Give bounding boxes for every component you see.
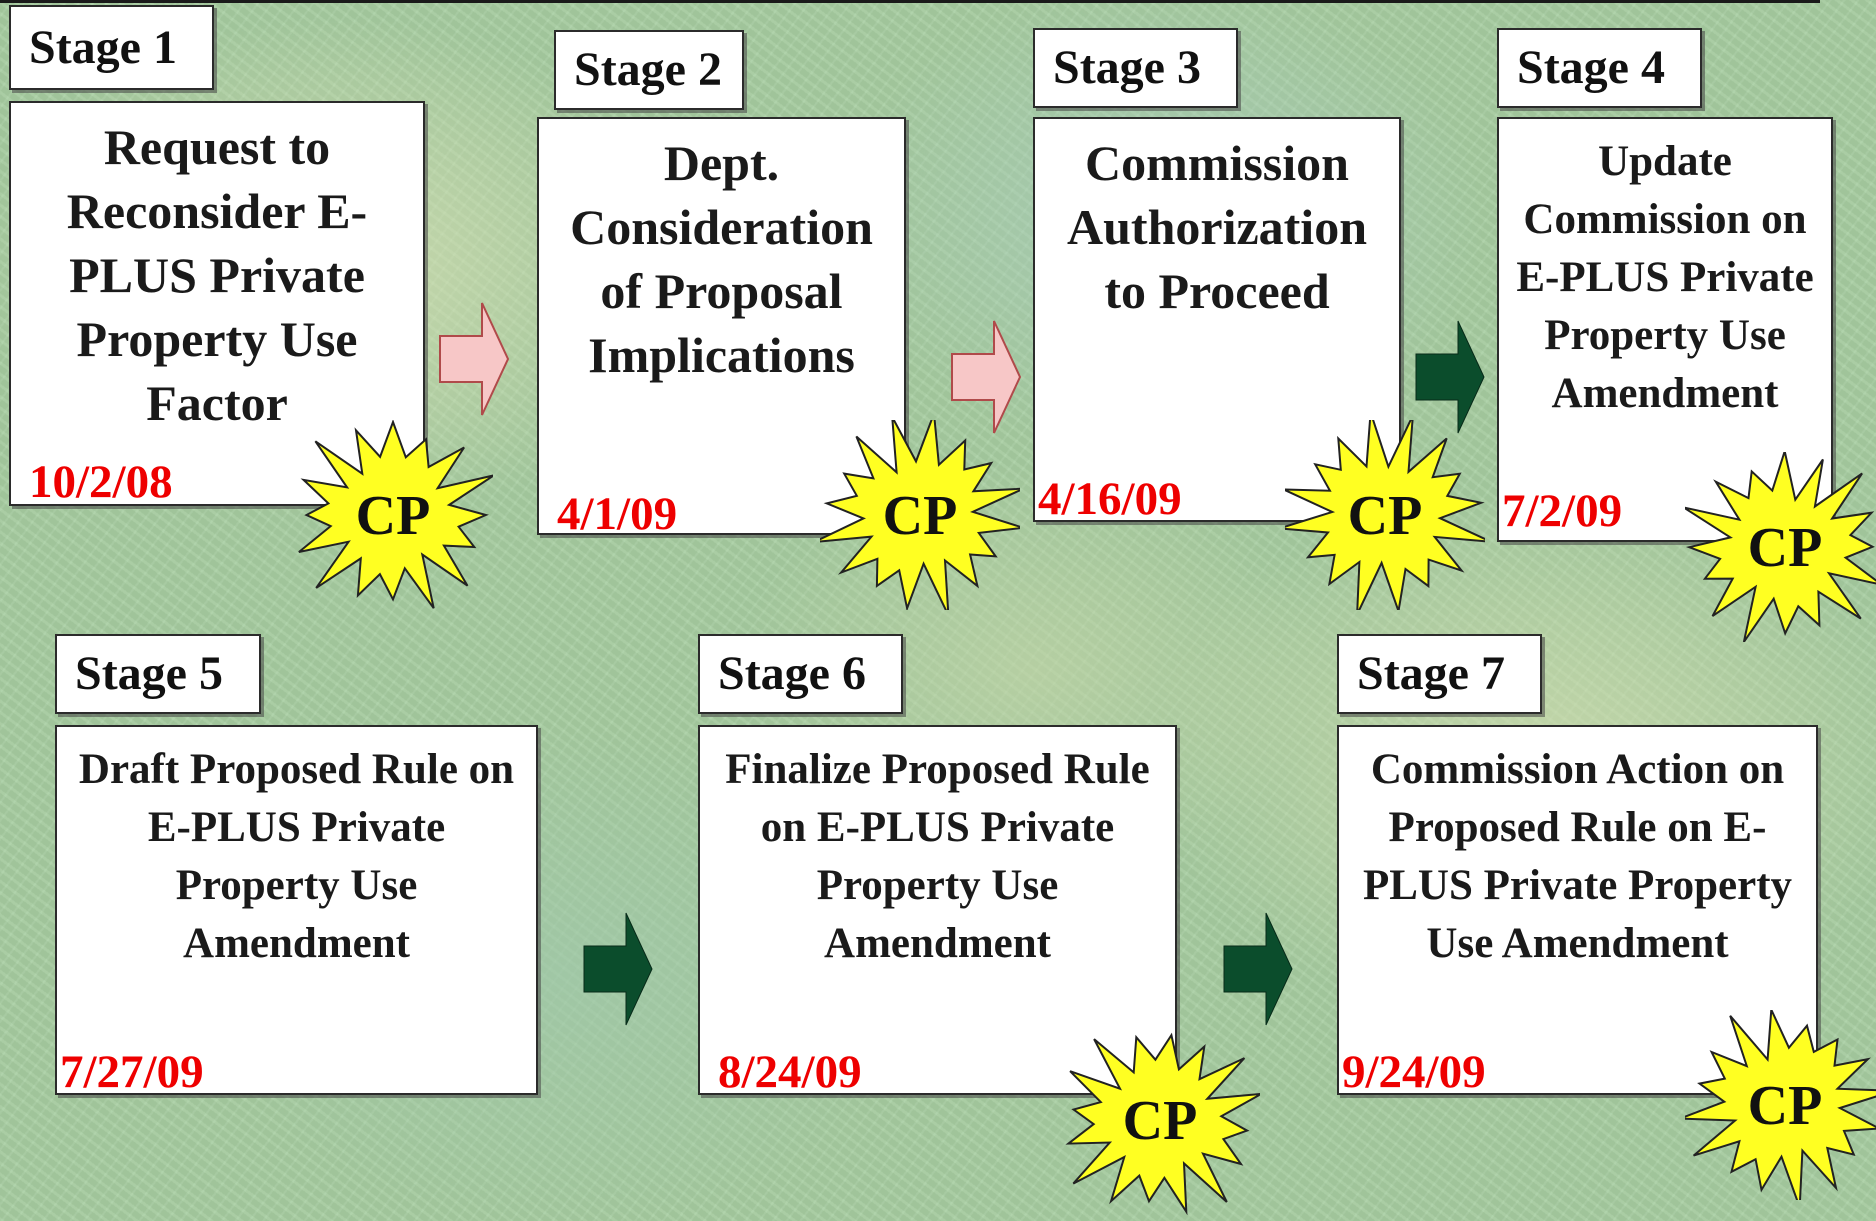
- stage-3-date: 4/16/09: [1038, 473, 1182, 525]
- cp-label: CP: [356, 485, 431, 547]
- stage-1-title: Request to Reconsider E-PLUS Private Pro…: [66, 119, 368, 431]
- arrow-right-dark-green-icon: [583, 912, 653, 1026]
- stage-2-title: Dept. Consideration of Proposal Implicat…: [570, 135, 873, 383]
- stage-3-label: Stage 3: [1033, 28, 1238, 108]
- stage-7-title: Commission Action on Proposed Rule on E-…: [1362, 746, 1793, 967]
- stage-3-title: Commission Authorization to Proceed: [1067, 135, 1367, 319]
- arrow-right-dark-green-icon: [1223, 912, 1293, 1026]
- cp-label: CP: [883, 485, 958, 547]
- top-rule: [0, 0, 1820, 3]
- stage-4-date: 7/2/09: [1502, 485, 1623, 537]
- cp-label: CP: [1348, 485, 1423, 547]
- stage-6-box: Finalize Proposed Rule on E-PLUS Private…: [698, 725, 1177, 1098]
- stage-5-box: Draft Proposed Rule on E-PLUS Private Pr…: [55, 725, 538, 1098]
- arrow-right-pink-icon: [439, 302, 510, 416]
- stage-2-date: 4/1/09: [557, 488, 678, 540]
- stage-5-label: Stage 5: [55, 634, 261, 714]
- stage-6-title: Finalize Proposed Rule on E-PLUS Private…: [725, 746, 1150, 967]
- stage-4-title: Update Commission on E-PLUS Private Prop…: [1516, 138, 1814, 417]
- stage-2-label: Stage 2: [554, 30, 744, 110]
- stage-4-label: Stage 4: [1497, 28, 1702, 108]
- arrow-right-dark-green-icon: [1415, 320, 1485, 434]
- stage-2-box: Dept. Consideration of Proposal Implicat…: [537, 117, 906, 540]
- stage-7-date: 9/24/09: [1342, 1046, 1486, 1098]
- arrow-right-pink-icon: [951, 320, 1022, 434]
- stage-1-box: Request to Reconsider E-PLUS Private Pro…: [9, 101, 425, 506]
- stage-1-date: 10/2/08: [29, 456, 173, 508]
- starburst-icon: CP: [1685, 1010, 1876, 1200]
- stage-5-date: 7/27/09: [60, 1046, 204, 1098]
- stage-7-label: Stage 7: [1337, 634, 1542, 714]
- cp-label: CP: [1123, 1090, 1198, 1152]
- starburst-icon: CP: [1685, 452, 1876, 642]
- cp-label: CP: [1748, 517, 1823, 579]
- stage-5-title: Draft Proposed Rule on E-PLUS Private Pr…: [78, 746, 515, 967]
- starburst-icon: CP: [820, 420, 1020, 610]
- starburst-icon: CP: [1065, 1032, 1260, 1215]
- stage-6-label: Stage 6: [698, 634, 903, 714]
- starburst-icon: CP: [298, 420, 493, 609]
- stage-6-date: 8/24/09: [718, 1046, 862, 1098]
- starburst-icon: CP: [1285, 420, 1485, 610]
- stage-4-box: Update Commission on E-PLUS Private Prop…: [1497, 117, 1833, 542]
- cp-label: CP: [1748, 1075, 1823, 1137]
- stage-1-label: Stage 1: [9, 5, 214, 90]
